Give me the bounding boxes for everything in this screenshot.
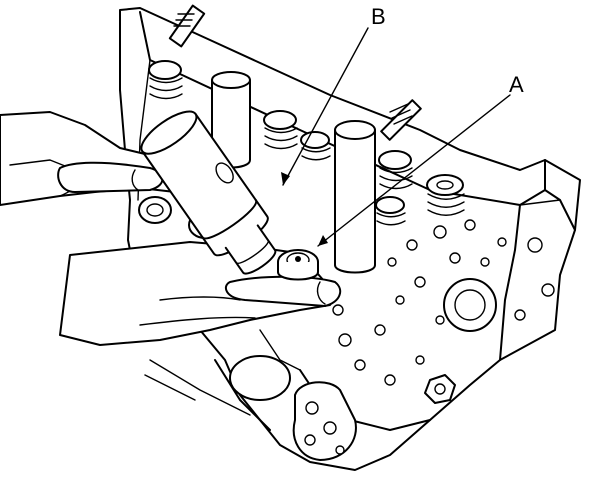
driver-tool <box>140 110 277 275</box>
stud-mid <box>380 99 422 141</box>
spring-1 <box>148 60 183 100</box>
camshaft-studs <box>168 4 422 141</box>
hand-upper <box>0 111 206 206</box>
label-a: A <box>509 72 524 97</box>
seal-component <box>277 249 319 281</box>
spring-5 <box>426 174 465 216</box>
leader-line-a <box>317 94 511 247</box>
spring-2 <box>263 110 298 150</box>
upright-tube-right <box>334 120 376 274</box>
upright-tube-back <box>211 71 251 169</box>
leader-line-b <box>281 27 369 186</box>
valve-springs <box>148 60 465 226</box>
stud-left <box>168 4 206 48</box>
hand-lower <box>59 241 342 346</box>
spring-3 <box>300 131 331 161</box>
label-b: B <box>371 4 386 29</box>
spring-4 <box>378 150 413 190</box>
